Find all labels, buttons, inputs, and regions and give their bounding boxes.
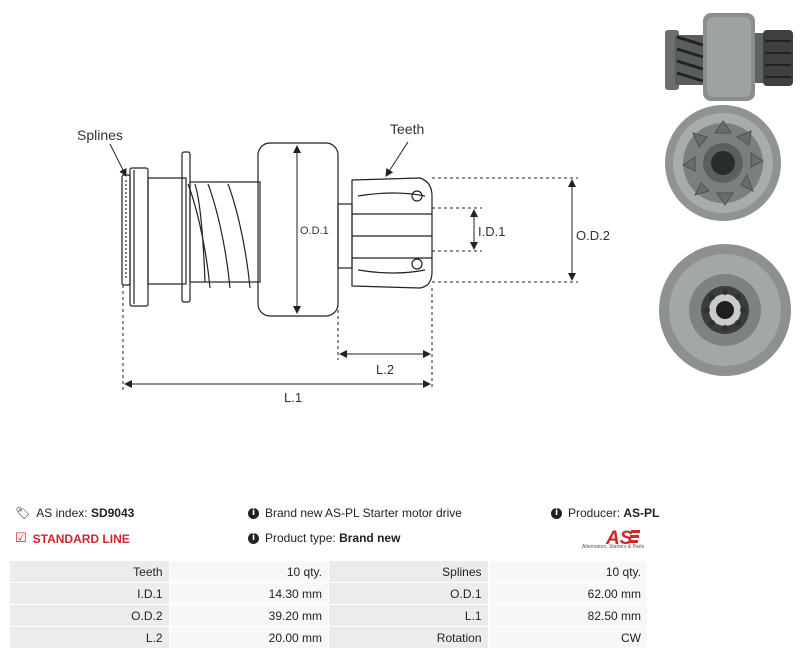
spec-value: 10 qty.	[168, 560, 329, 583]
table-row: I.D.1 14.30 mm O.D.1 62.00 mm	[9, 582, 648, 605]
spec-key: Teeth	[9, 560, 170, 583]
product-photo-rear	[659, 244, 791, 376]
info-icon: i	[248, 507, 259, 519]
standard-line-label: STANDARD LINE	[32, 531, 130, 546]
as-index-value: SD9043	[90, 506, 135, 520]
od2-label: O.D.2	[576, 228, 610, 243]
spec-value: CW	[487, 626, 648, 649]
description-row: i Brand new AS-PL Starter motor drive	[248, 506, 462, 520]
splines-label: Splines	[77, 127, 123, 143]
product-photo-front	[665, 105, 781, 221]
teeth-label: Teeth	[390, 121, 424, 137]
spline-hub	[147, 177, 187, 285]
description-text: Brand new AS-PL Starter motor drive	[265, 506, 462, 520]
product-type-value: Brand new	[339, 531, 401, 545]
spec-key: Rotation	[328, 626, 489, 649]
spec-key: O.D.1	[328, 582, 489, 605]
tag-icon: 🏷︎	[15, 506, 31, 520]
l1-label: L.1	[284, 390, 302, 405]
check-square-icon: ☑	[15, 531, 27, 546]
table-row: O.D.2 39.20 mm L.1 82.50 mm	[9, 604, 648, 627]
product-type-row: i Product type: Brand new	[248, 531, 400, 545]
l2-label: L.2	[376, 362, 394, 377]
spec-key: I.D.1	[9, 582, 170, 605]
spec-value: 62.00 mm	[487, 582, 648, 605]
spring-coils	[187, 183, 251, 289]
producer-label: Producer:	[568, 506, 621, 520]
spec-key: Splines	[328, 560, 489, 583]
info-icon: i	[248, 532, 259, 544]
technical-drawing: Splines Teeth O.D.1 I.D.1 O.D.2 L.2 L.1	[77, 121, 610, 405]
product-photo-side	[665, 13, 793, 101]
spec-value: 20.00 mm	[168, 626, 329, 649]
svg-text:AS: AS	[605, 528, 633, 549]
info-icon: i	[551, 507, 562, 519]
spec-value: 39.20 mm	[168, 604, 329, 627]
pinion-gear	[351, 177, 433, 289]
as-index-row: 🏷︎ AS index: SD9043	[15, 506, 134, 520]
as-logo: AS	[605, 528, 640, 549]
spec-key: L.1	[328, 604, 489, 627]
drive-collar	[129, 167, 149, 307]
id1-label: I.D.1	[478, 224, 505, 239]
spring-body	[189, 181, 261, 283]
spec-value: 82.50 mm	[487, 604, 648, 627]
spec-key: O.D.2	[9, 604, 170, 627]
producer-value: AS-PL	[623, 506, 660, 520]
logo-subtext: Alternators, Starters & Parts	[582, 544, 645, 550]
table-row: L.2 20.00 mm Rotation CW	[9, 626, 648, 649]
spec-value: 10 qty.	[487, 560, 648, 583]
as-index-label: AS index:	[36, 506, 88, 520]
od1-label: O.D.1	[300, 225, 329, 237]
spec-value: 14.30 mm	[168, 582, 329, 605]
producer-row: i Producer: AS-PL	[551, 506, 659, 520]
product-type-label: Product type:	[265, 531, 336, 545]
spec-table: Teeth 10 qty. Splines 10 qty. I.D.1 14.3…	[9, 560, 648, 649]
spec-key: L.2	[9, 626, 170, 649]
table-row: Teeth 10 qty. Splines 10 qty.	[9, 560, 648, 583]
standard-line-row: ☑ STANDARD LINE	[15, 531, 130, 546]
shaft	[337, 203, 353, 269]
